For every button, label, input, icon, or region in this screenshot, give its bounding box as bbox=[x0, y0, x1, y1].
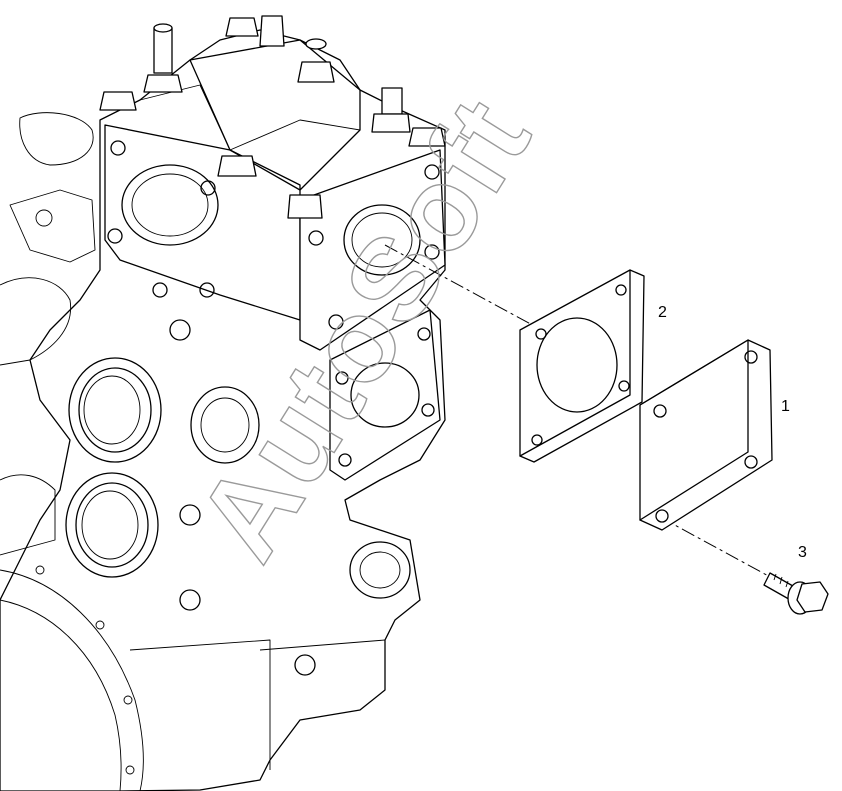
stud-nuts bbox=[99, 15, 446, 219]
flange-bolt bbox=[763, 572, 829, 615]
engine-housing bbox=[0, 15, 446, 791]
gasket bbox=[519, 269, 645, 463]
callout-part-3: 3 bbox=[798, 544, 807, 561]
bolt-centerline bbox=[659, 516, 786, 586]
callout-part-2: 2 bbox=[658, 304, 667, 321]
cover-plate bbox=[639, 339, 773, 531]
gasket-centerline bbox=[384, 244, 561, 341]
callout-part-1: 1 bbox=[781, 398, 790, 415]
